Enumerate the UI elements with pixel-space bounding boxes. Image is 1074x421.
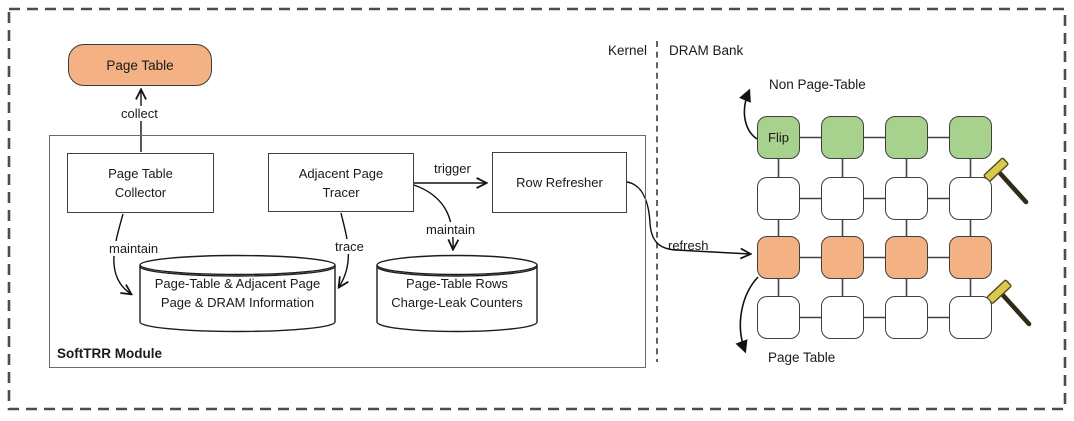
dram-bank-region-label: DRAM Bank	[669, 43, 744, 58]
kernel-region-label: Kernel	[607, 43, 647, 58]
maintain-left-arrow	[113, 213, 131, 294]
dram-cell-white	[821, 296, 864, 339]
trace-label: trace	[333, 239, 366, 254]
collector-label-line1: Page Table	[108, 166, 173, 181]
db-counters-line1: Page-Table Rows	[406, 276, 508, 291]
trigger-label: trigger	[434, 161, 471, 176]
db-info-line1: Page-Table & Adjacent Page	[154, 276, 321, 291]
collector-label-line2: Collector	[114, 185, 167, 200]
maintain-left-label: maintain	[107, 241, 161, 256]
db-info-label: Page-Table & Adjacent Page Page & DRAM I…	[145, 275, 330, 312]
tracer-label-line1: Adjacent Page	[298, 165, 384, 181]
page-table-row-label: Page Table	[768, 350, 836, 365]
dram-cell-orange	[885, 236, 928, 279]
refresher-label: Row Refresher	[516, 175, 603, 190]
non-page-table-arrow	[739, 88, 758, 140]
dram-cell-orange	[757, 236, 800, 279]
db-info-cylinder	[139, 254, 336, 333]
dram-cell-green	[821, 116, 864, 159]
dram-cell-orange	[821, 236, 864, 279]
dram-cell-green	[885, 116, 928, 159]
hammer-icon	[986, 279, 1032, 327]
softtrr-module-box	[49, 135, 646, 368]
row-refresher-box: Row Refresher	[492, 152, 627, 213]
page-table-node-label: Page Table	[106, 57, 174, 73]
db-info-line2: Page & DRAM Information	[160, 294, 315, 310]
maintain-right-arrow	[413, 184, 453, 249]
page-table-annotation-arrow	[735, 276, 759, 354]
outer-dashed-border	[7, 7, 1067, 411]
dram-cell-flip: Flip	[757, 116, 800, 159]
collect-label: collect	[119, 106, 160, 121]
tracer-label-line2: Tracer	[322, 184, 360, 200]
adjacent-page-tracer-box: Adjacent Page Tracer	[268, 153, 414, 212]
softtrr-module-title: SoftTRR Module	[57, 346, 162, 361]
refresh-arrow	[626, 181, 750, 254]
flip-label: Flip	[768, 130, 789, 145]
dram-cell-white	[757, 177, 800, 220]
db-counters-line2: Charge-Leak Counters	[391, 294, 523, 310]
refresh-label: refresh	[668, 238, 709, 253]
db-counters-label: Page-Table Rows Charge-Leak Counters	[379, 275, 535, 312]
dram-cell-white	[949, 296, 992, 339]
dram-cell-green	[949, 116, 992, 159]
dram-cell-white	[885, 296, 928, 339]
dram-cell-orange	[949, 236, 992, 279]
dram-cell-white	[949, 177, 992, 220]
dram-cell-white	[885, 177, 928, 220]
db-counters-cylinder	[376, 254, 538, 333]
page-table-collector-box: Page Table Collector	[67, 153, 214, 213]
dram-cell-white	[757, 296, 800, 339]
non-page-table-label: Non Page-Table	[769, 77, 866, 92]
page-table-node: Page Table	[68, 44, 212, 86]
dram-grid-connectors	[777, 136, 972, 319]
dram-cell-white	[821, 177, 864, 220]
maintain-right-label: maintain	[424, 222, 478, 237]
